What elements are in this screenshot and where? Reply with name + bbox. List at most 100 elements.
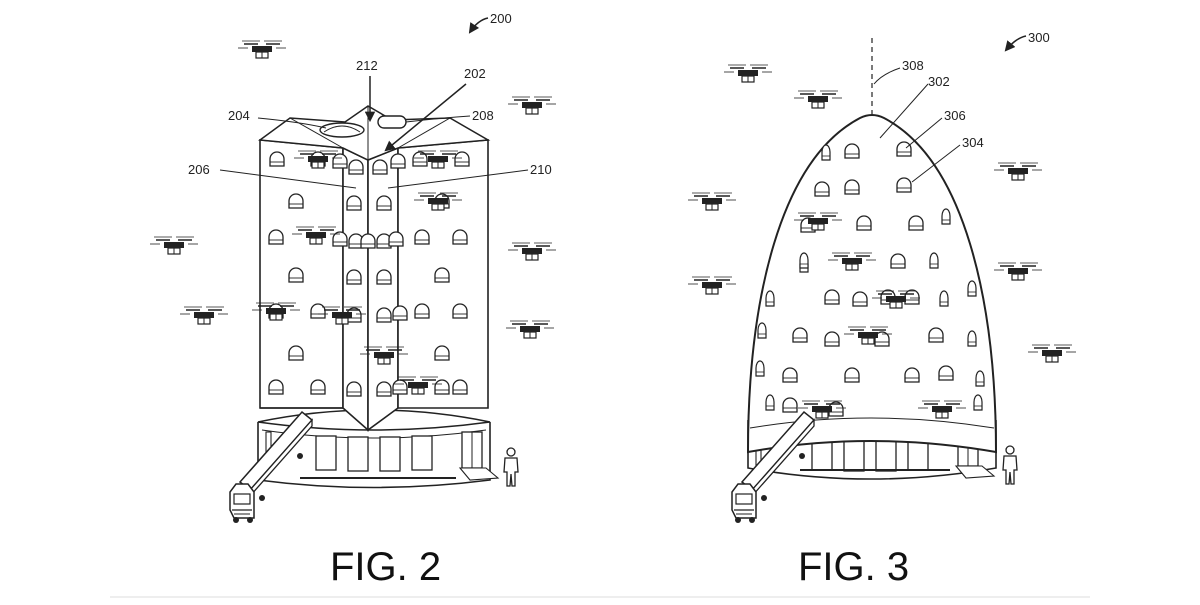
ref-304: 304 <box>962 135 984 150</box>
person-icon <box>1002 445 1018 485</box>
bay-door-icon <box>268 379 284 395</box>
ref-300-arrow <box>1004 35 1027 52</box>
bay-door-icon <box>310 379 326 395</box>
bay-door-icon <box>792 327 808 343</box>
bay-door-icon <box>896 177 912 193</box>
bay-door-icon <box>414 229 430 245</box>
ref-208: 208 <box>472 108 494 123</box>
bay-door-icon <box>434 267 450 283</box>
bay-door-icon <box>938 365 954 381</box>
bay-door-icon <box>392 379 408 395</box>
bay-door-icon <box>782 367 798 383</box>
bay-door-icon <box>434 379 450 395</box>
drone-icon <box>1027 344 1077 363</box>
bay-door-icon <box>376 381 392 397</box>
bay-door-icon <box>288 193 304 209</box>
bay-door-icon <box>755 360 765 377</box>
bay-door-icon <box>346 195 362 211</box>
bay-door-icon <box>388 231 404 247</box>
bay-door-icon <box>896 141 912 157</box>
bay-door-icon <box>452 379 468 395</box>
bay-door-icon <box>799 252 809 269</box>
bay-door-icon <box>890 253 906 269</box>
bay-door-icon <box>844 143 860 159</box>
figure-2: 200 <box>149 11 557 589</box>
ref-200: 200 <box>490 11 512 26</box>
entry-door-icon <box>458 431 500 481</box>
ref-300: 300 <box>1028 30 1050 45</box>
bay-door-icon <box>975 370 985 387</box>
drone-icon <box>687 192 737 211</box>
bay-door-icon <box>929 252 939 269</box>
bay-door-icon <box>376 269 392 285</box>
bay-door-icon <box>360 233 376 249</box>
drone-icon <box>179 306 229 325</box>
bay-door-icon <box>376 195 392 211</box>
bay-door-icon <box>844 367 860 383</box>
bay-door-icon <box>757 322 767 339</box>
bay-door-icon <box>844 179 860 195</box>
drone-icon <box>723 64 773 83</box>
drone-icon <box>687 276 737 295</box>
fig3-caption: FIG. 3 <box>798 545 909 589</box>
bay-door-icon <box>452 229 468 245</box>
bay-door-icon <box>765 394 775 411</box>
bay-door-icon <box>782 397 798 413</box>
bay-door-icon <box>824 331 840 347</box>
bay-door-icon <box>372 159 388 175</box>
bay-door-icon <box>939 290 949 307</box>
fig2-tower <box>257 105 491 432</box>
bay-door-icon <box>268 229 284 245</box>
bay-door-icon <box>269 151 285 167</box>
bay-door-icon <box>454 151 470 167</box>
ref-306: 306 <box>944 108 966 123</box>
person-icon <box>503 447 519 487</box>
bay-door-icon <box>904 367 920 383</box>
bay-door-icon <box>310 303 326 319</box>
drone-icon <box>993 162 1043 181</box>
bay-door-icon <box>967 280 977 297</box>
bay-door-icon <box>392 305 408 321</box>
drone-icon <box>507 96 557 115</box>
bay-door-icon <box>288 267 304 283</box>
bay-door-icon <box>908 215 924 231</box>
drone-icon <box>507 242 557 261</box>
figure-3: 300 308 302 306 <box>687 30 1077 589</box>
bay-door-icon <box>348 159 364 175</box>
bay-door-icon <box>814 181 830 197</box>
ref-308: 308 <box>902 58 924 73</box>
fig2-caption: FIG. 2 <box>330 545 441 589</box>
bay-door-icon <box>346 381 362 397</box>
bay-door-icon <box>765 290 775 307</box>
drone-icon <box>793 90 843 109</box>
ref-210: 210 <box>530 162 552 177</box>
ref-302: 302 <box>928 74 950 89</box>
bay-door-icon <box>856 215 872 231</box>
ref-202: 202 <box>464 66 486 81</box>
bay-door-icon <box>824 289 840 305</box>
bay-door-icon <box>941 208 951 225</box>
bay-door-icon <box>904 289 920 305</box>
bay-door-icon <box>376 307 392 323</box>
bay-door-icon <box>852 291 868 307</box>
ref-212: 212 <box>356 58 378 73</box>
bay-door-icon <box>346 269 362 285</box>
bay-door-icon <box>973 394 983 411</box>
bay-door-icon <box>434 345 450 361</box>
bay-door-icon <box>414 303 430 319</box>
fig3-shell-base-line <box>749 417 995 429</box>
drone-icon <box>237 40 287 59</box>
bay-door-icon <box>967 330 977 347</box>
bay-door-icon <box>821 144 831 161</box>
bay-door-icon <box>390 153 406 169</box>
bay-door-icon <box>452 303 468 319</box>
fig2-base <box>257 409 500 489</box>
ref-206: 206 <box>188 162 210 177</box>
bay-door-icon <box>332 153 348 169</box>
fig3-dome-shell <box>746 114 998 454</box>
bay-door-icon <box>928 327 944 343</box>
bay-door-icon <box>288 345 304 361</box>
ref-200-arrow <box>468 17 489 34</box>
